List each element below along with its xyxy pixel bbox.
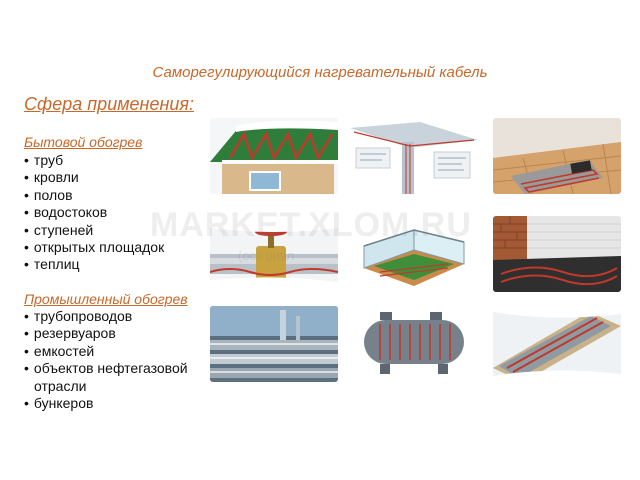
list-item: бункеров <box>24 395 204 412</box>
list-item: емкостей <box>24 343 204 360</box>
wall-floor-heating-image <box>493 216 621 292</box>
tank-heating-image <box>350 306 478 382</box>
industrial-list: трубопроводов резервуаров емкостей объек… <box>24 308 204 412</box>
pipe-valve-heating-image <box>210 216 338 292</box>
household-list: труб кровли полов водостоков ступеней от… <box>24 152 164 274</box>
list-item: кровли <box>24 169 164 186</box>
section-title-household: Бытовой обогрев <box>24 134 143 150</box>
list-item: резервуаров <box>24 325 204 342</box>
list-item: трубопроводов <box>24 308 204 325</box>
gutter-diagram-image <box>350 118 478 194</box>
industrial-pipelines-image <box>210 306 338 382</box>
watermark-subtext: (оск ривл <box>238 248 295 263</box>
section-title-industrial: Промышленный обогрев <box>24 291 188 307</box>
watermark-text: MARKET.XLOM.RU <box>150 206 472 244</box>
roof-heating-image <box>210 118 338 194</box>
floor-heating-image <box>493 118 621 194</box>
list-item: полов <box>24 187 164 204</box>
greenhouse-image <box>350 216 478 292</box>
insulated-pipe-image <box>493 306 621 382</box>
applications-heading: Сфера применения: <box>24 94 194 114</box>
list-item: открытых площадок <box>24 239 164 256</box>
list-item: объектов нефтегазовой отрасли <box>24 360 204 395</box>
page-title: Саморегулирующийся нагревательный кабель <box>152 64 488 81</box>
list-item: водостоков <box>24 204 164 221</box>
list-item: теплиц <box>24 256 164 273</box>
list-item: труб <box>24 152 164 169</box>
list-item: ступеней <box>24 222 164 239</box>
